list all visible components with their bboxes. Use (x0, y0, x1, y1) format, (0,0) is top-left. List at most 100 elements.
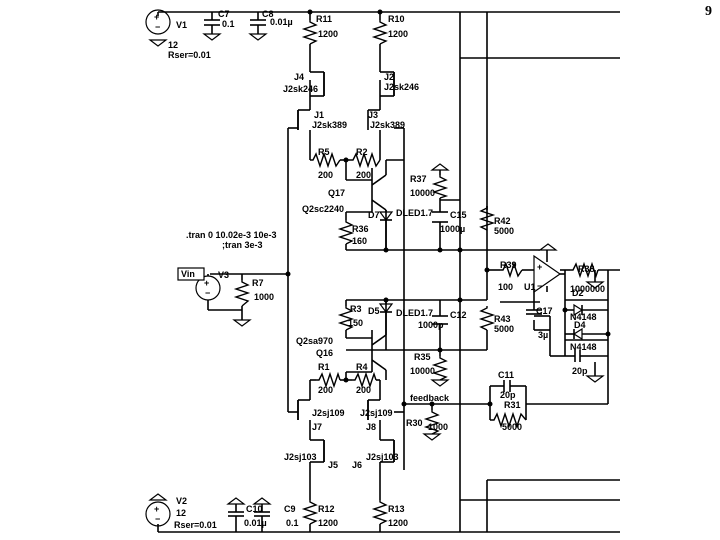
j5-name: J5 (328, 460, 338, 470)
vin-input: Vin (177, 267, 205, 281)
page-number: 9 (705, 4, 712, 19)
v1-value: 12 (168, 40, 178, 50)
r43-name: R43 (494, 314, 511, 324)
svg-text:−: − (537, 281, 542, 291)
j3-value: J2sk389 (370, 120, 405, 130)
c12-name: C12 (450, 310, 467, 320)
c15-name: C15 (450, 210, 467, 220)
j6-value: J2sj103 (366, 452, 399, 462)
d4-value: N4148 (570, 342, 597, 352)
r3-value: 150 (348, 318, 363, 328)
j7-name: J7 (312, 422, 322, 432)
r31-name: R31 (504, 400, 521, 410)
r43-value: 5000 (494, 324, 514, 334)
d4-name: D4 (574, 320, 586, 330)
q16-value: Q2sa970 (296, 336, 333, 346)
capacitors (204, 19, 590, 517)
j7-value: J2sj103 (284, 452, 317, 462)
svg-text:+: + (154, 504, 159, 514)
c11-name: C11 (498, 370, 514, 380)
r2-name: R2 (356, 147, 368, 157)
op-amp: + − (533, 250, 565, 294)
d2-name: D2 (572, 288, 584, 298)
r37-name: R37 (410, 174, 427, 184)
v1-rser: Rser=0.01 (168, 50, 211, 60)
c15-value: 1000µ (440, 224, 465, 234)
j1-value: J2sk389 (312, 120, 347, 130)
c9-name: C9 (284, 504, 296, 514)
j4-name: J4 (294, 72, 304, 82)
r5-name: R5 (318, 147, 330, 157)
feedback-label: feedback (410, 393, 450, 403)
j4-value: J2sk246 (283, 84, 318, 94)
d5-name: D5 (368, 306, 380, 316)
r30-value: 1000 (428, 422, 448, 432)
j2-value: J2sk246 (384, 82, 419, 92)
voltage-sources: + − + − + − (145, 9, 221, 527)
labels: V1 12 Rser=0.01 C7 0.1 C8 0.01µ R11 1200… (168, 9, 605, 530)
jfets (297, 72, 395, 462)
q16-name: Q16 (316, 348, 333, 358)
r38-name: R38 (578, 264, 595, 274)
r37-value: 10000 (410, 188, 435, 198)
r4-value: 200 (356, 385, 371, 395)
c10-value: 0.01µ (244, 518, 267, 528)
v3-name: V3 (218, 270, 229, 280)
u1-label: U1 (524, 282, 536, 292)
r7-name: R7 (252, 278, 264, 288)
j8-name: J8 (366, 422, 376, 432)
c8-name: C8 (262, 9, 274, 19)
j1-name: J1 (314, 110, 324, 120)
r2-value: 200 (356, 170, 371, 180)
r11-value: 1200 (318, 29, 338, 39)
j7-value2: J2sj109 (312, 408, 345, 418)
grounds (148, 33, 605, 505)
d5-value: DLED1.7 (396, 308, 433, 318)
svg-text:−: − (205, 288, 210, 298)
j3-name: J3 (368, 110, 378, 120)
c10-name: C10 (246, 504, 263, 514)
v1-name: V1 (176, 20, 187, 30)
v2-rser: Rser=0.01 (174, 520, 217, 530)
r1-value: 200 (318, 385, 333, 395)
svg-text:+: + (204, 278, 209, 288)
r42-value: 5000 (494, 226, 514, 236)
r7-value: 1000 (254, 292, 274, 302)
svg-text:+: + (537, 262, 542, 272)
r39-value: 100 (498, 282, 513, 292)
junction-dots (285, 9, 611, 407)
r10-value: 1200 (388, 29, 408, 39)
svg-text:+: + (154, 12, 159, 22)
r11-name: R11 (316, 14, 332, 24)
r30-name: R30 (406, 418, 423, 428)
r4-name: R4 (356, 362, 368, 372)
r42-name: R42 (494, 216, 511, 226)
q17-name: Q17 (328, 188, 345, 198)
r31-value: 5000 (502, 422, 522, 432)
r35-name: R35 (414, 352, 431, 362)
tran-directive: .tran 0 10.02e-3 10e-3 (186, 230, 277, 240)
wires (157, 11, 620, 533)
c7-name: C7 (218, 9, 230, 19)
v2-value: 12 (176, 508, 186, 518)
v2-name: V2 (176, 496, 187, 506)
c12-value: 1000p (418, 320, 444, 330)
r35-value: 10000 (410, 366, 435, 376)
r38-value: 1000000 (570, 284, 605, 294)
j2-name: J2 (384, 72, 394, 82)
c8-value: 0.01µ (270, 17, 293, 27)
d7-value: DLED1.7 (396, 208, 433, 218)
r3-name: R3 (350, 304, 362, 314)
c7-value: 0.1 (222, 19, 235, 29)
r36-name: R36 (352, 224, 369, 234)
r36-value: 160 (352, 236, 367, 246)
r10-name: R10 (388, 14, 405, 24)
d7-name: D7 (368, 210, 380, 220)
tran-comment: ;tran 3e-3 (222, 240, 263, 250)
d2-value: N4148 (570, 312, 597, 322)
c11-value: 20p (500, 390, 516, 400)
q17-value: Q2sc2240 (302, 204, 344, 214)
c17-value: 3µ (538, 330, 548, 340)
r13-name: R13 (388, 504, 405, 514)
